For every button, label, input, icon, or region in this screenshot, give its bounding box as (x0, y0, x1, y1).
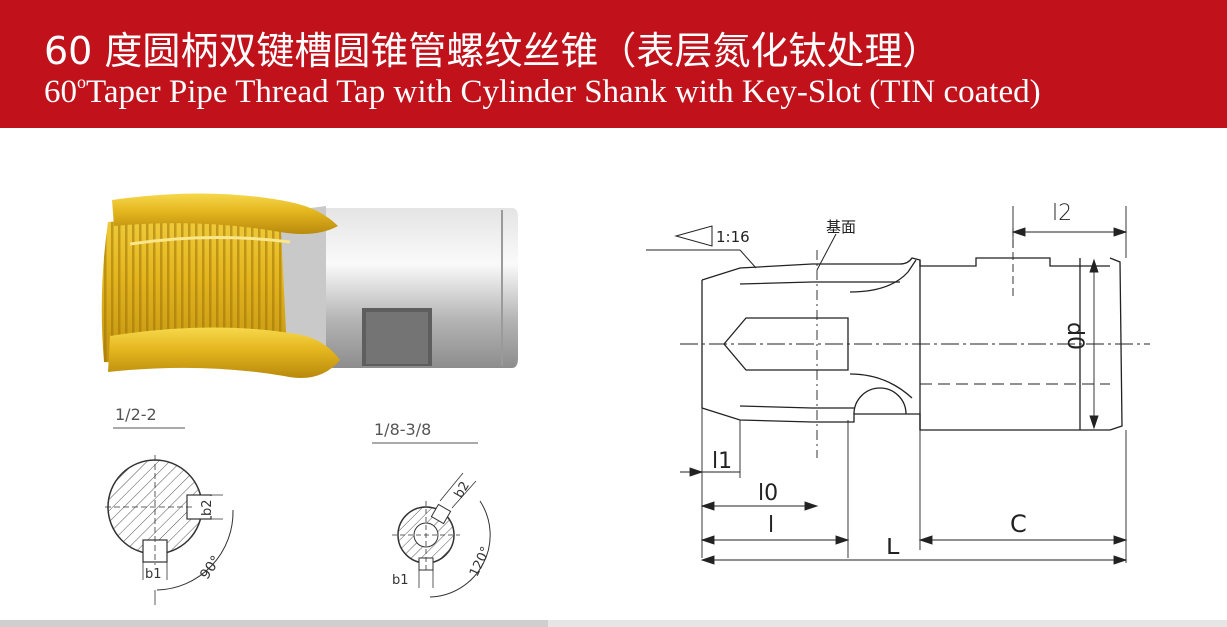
l1-arrow (689, 467, 704, 477)
tap-outline-top (701, 257, 1110, 281)
label-b2: b2 (200, 499, 215, 516)
flute-circle (853, 387, 907, 415)
title-english: 60oTaper Pipe Thread Tap with Cylinder S… (44, 72, 1041, 111)
dim-d0: d0 (1062, 322, 1087, 350)
l-arrow-right (835, 535, 850, 545)
d0-arrow-bottom (1089, 415, 1099, 430)
taper-label: 1:16 (716, 228, 750, 246)
angle-label-b: 120° (467, 544, 494, 579)
label-b1-b: b1 (392, 573, 409, 588)
section-view-a: 1/2-2 b2 b1 90° (105, 405, 234, 605)
size-label-a: 1/2-2 (115, 405, 157, 424)
L-arrow-left (700, 555, 715, 565)
technical-drawing: 1:16 基面 l2 d0 l1 (646, 201, 1150, 563)
dim-b2-b-line (439, 472, 464, 502)
dim-L: L (886, 538, 900, 560)
l2-arrow-right (1113, 227, 1128, 237)
section-view-b: 1/8-3/8 b2 b1 120° (372, 420, 494, 598)
title-banner: 60 度圆柄双键槽圆锥管螺纹丝锥（表层氮化钛处理） 60oTaper Pipe … (0, 0, 1227, 128)
base-plane-leader (816, 233, 837, 271)
dim-l: l (768, 513, 774, 538)
key-slot-shade (366, 312, 428, 364)
taper-symbol-icon (674, 225, 713, 247)
L-arrow-right (1113, 555, 1128, 565)
tap-flute-bottom (108, 327, 340, 378)
thread-taper-line (739, 281, 900, 285)
slot-top-b (430, 503, 452, 525)
flute-highlight (129, 235, 291, 246)
l-arrow-left (700, 535, 715, 545)
dim-l0: l0 (758, 481, 778, 506)
overall-length-dim: L (700, 538, 1128, 565)
tap-photo (90, 186, 530, 391)
l0-arrow-right (804, 501, 819, 511)
tap-neck (280, 206, 326, 372)
label-b1-a: b1 (145, 567, 162, 582)
dim-b2-b-line-2 (451, 480, 477, 509)
title-en-number: 60 (44, 74, 77, 110)
angle-arc-a (156, 509, 234, 591)
label-b2-box (195, 496, 213, 516)
l0-arrow-left (700, 501, 715, 511)
content-area: 1/2-2 b2 b1 90° 1/8-3/8 b2 (0, 128, 1227, 627)
angle-arc-b (429, 500, 491, 598)
d0-arrow-top (1089, 258, 1099, 273)
tap-shank (300, 208, 518, 368)
degree-mark: o (77, 72, 86, 92)
dim-C: C (1010, 510, 1027, 538)
taper-leader-2 (739, 249, 757, 269)
angle-label-a: 90° (197, 553, 224, 583)
dim-l1: l1 (712, 449, 732, 474)
l2-arrow-left (1011, 227, 1026, 237)
title-chinese: 60 度圆柄双键槽圆锥管螺纹丝锥（表层氮化钛处理） (44, 29, 941, 73)
c-arrow-left (918, 535, 933, 545)
footer-bar (0, 620, 1227, 627)
c-arrow-right (1113, 535, 1128, 545)
size-label-b: 1/8-3/8 (374, 420, 431, 439)
flute-curve-top (849, 259, 917, 293)
dim-l2: l2 (1052, 201, 1072, 226)
title-en-text: Taper Pipe Thread Tap with Cylinder Shan… (86, 74, 1041, 110)
label-b2-b: b2 (452, 479, 473, 501)
tap-flute-top (112, 193, 338, 234)
thread-taper-line-bottom (739, 405, 854, 409)
base-plane-label: 基面 (826, 218, 856, 236)
flute-curve-bottom (849, 373, 913, 399)
footer-bar-segment (0, 620, 548, 627)
